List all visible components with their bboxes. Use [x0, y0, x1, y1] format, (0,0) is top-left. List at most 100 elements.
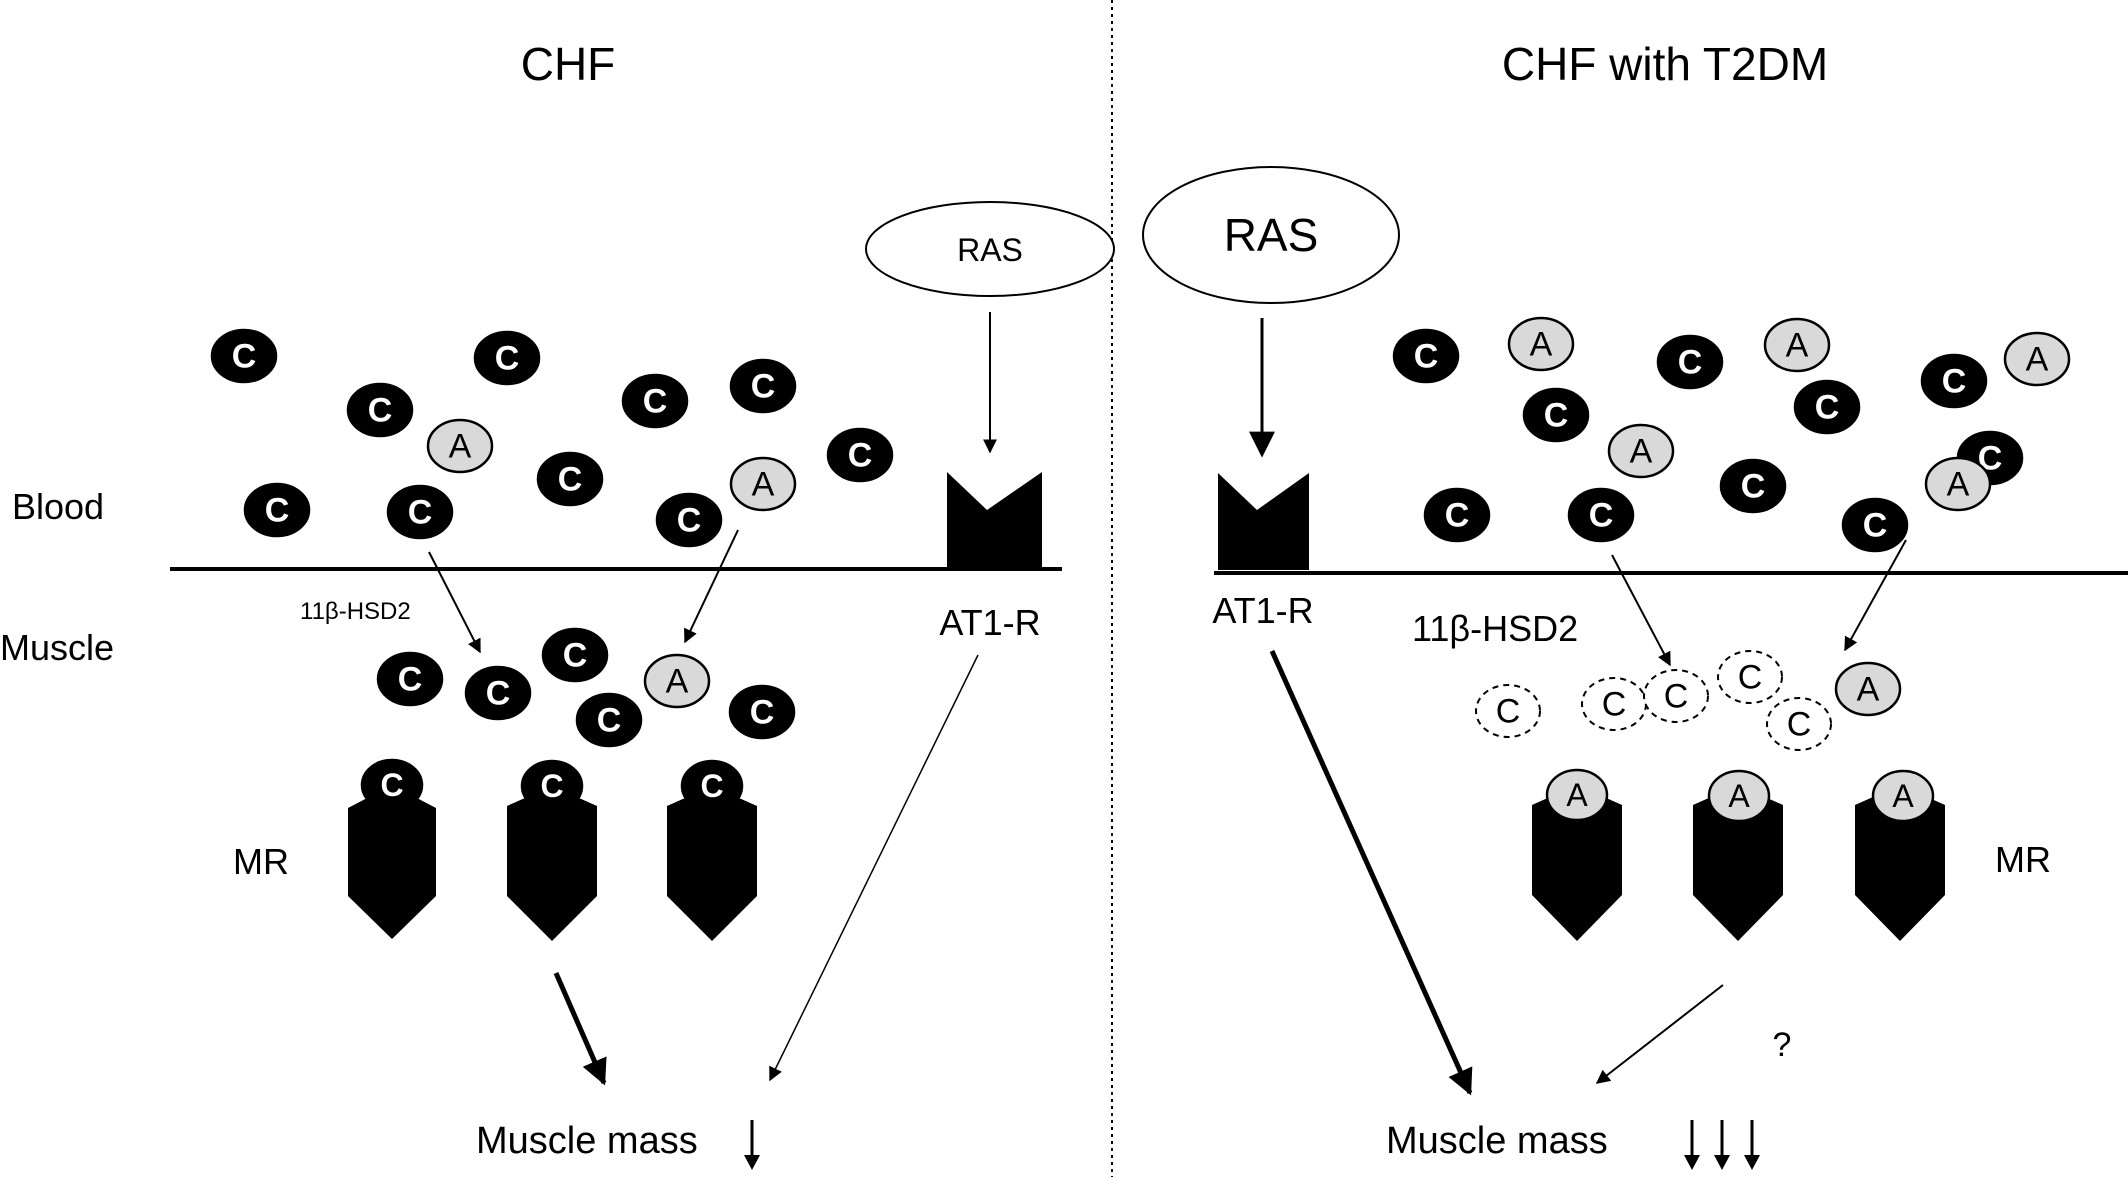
cortisol-molecule-label: C [643, 383, 668, 421]
right-mr-to-mass-arrow [1595, 984, 1724, 1084]
left-a-transport-arrow [684, 529, 739, 644]
aldosterone-molecule: A [729, 456, 797, 512]
cortisol-molecule: C [1423, 487, 1491, 543]
cortisol-molecule: C [575, 692, 643, 748]
inactivated-cortisol-label: C [1602, 686, 1627, 724]
aldosterone-molecule: A [643, 653, 711, 709]
left-outcome-label: Muscle mass [476, 1120, 698, 1162]
right-a-transport-arrow [1844, 539, 1907, 652]
right-ras-label: RAS [1224, 209, 1319, 261]
right-at1r-label: AT1-R [1212, 590, 1313, 631]
decrease-arrow-head [1744, 1155, 1760, 1170]
right-outcome-label: Muscle mass [1386, 1120, 1608, 1162]
cortisol-molecule-label: C [398, 661, 423, 699]
cortisol-molecule: C [826, 427, 894, 483]
aldosterone-molecule-label: A [1530, 326, 1553, 364]
aldosterone-molecule: A [426, 418, 494, 474]
aldosterone-molecule-label: A [1786, 327, 1809, 365]
cortisol-molecule-label: C [265, 492, 290, 530]
aldosterone-molecule: A [1763, 317, 1831, 373]
right-panel-title: CHF with T2DM [1502, 38, 1828, 90]
aldosterone-molecule-label: A [2026, 341, 2049, 379]
mr-bound-aldosterone-label: A [1728, 778, 1750, 814]
aldosterone-molecule-label: A [1857, 671, 1880, 709]
cortisol-molecule-label: C [1815, 389, 1840, 427]
mr-bound-cortisol: C [680, 759, 744, 813]
right-mr-label: MR [1995, 839, 2051, 880]
cortisol-molecule-label: C [486, 675, 511, 713]
cortisol-molecule: C [1522, 387, 1590, 443]
cortisol-molecule: C [210, 328, 278, 384]
left-at1r-label: AT1-R [939, 602, 1040, 643]
decrease-arrow-head [744, 1155, 760, 1170]
aldosterone-molecule: A [2003, 331, 2071, 387]
cortisol-molecule: C [1567, 487, 1635, 543]
cortisol-molecule: C [464, 665, 532, 721]
cortisol-molecule: C [1920, 353, 1988, 409]
cortisol-molecule: C [541, 627, 609, 683]
cortisol-molecule: C [728, 684, 796, 740]
aldosterone-molecule: A [1507, 316, 1575, 372]
cortisol-molecule: C [243, 482, 311, 538]
mr-receptor [667, 786, 757, 941]
cortisol-molecule-label: C [597, 702, 622, 740]
inactivated-cortisol: C [1766, 697, 1832, 751]
right-at1r-receptor [1218, 473, 1309, 570]
aldosterone-molecule-label: A [752, 466, 775, 504]
left-panel-title: CHF [521, 38, 616, 90]
cortisol-molecule-label: C [563, 637, 588, 675]
cortisol-molecule-label: C [848, 437, 873, 475]
aldosterone-molecule: A [1834, 661, 1902, 717]
decrease-arrow-head [1684, 1155, 1700, 1170]
inactivated-cortisol: C [1475, 684, 1541, 738]
cortisol-molecule-label: C [751, 368, 776, 406]
cortisol-molecule-label: C [368, 392, 393, 430]
mr-bound-cortisol-label: C [540, 768, 563, 804]
mr-bound-aldosterone-label: A [1892, 778, 1914, 814]
cortisol-molecule-label: C [677, 502, 702, 540]
mr-bound-aldosterone: A [1707, 769, 1771, 823]
left-at1r-to-mass-arrow [769, 654, 979, 1082]
cortisol-molecule-label: C [408, 494, 433, 532]
cortisol-molecule-label: C [1414, 338, 1439, 376]
cortisol-molecule: C [473, 330, 541, 386]
arrows [428, 312, 1907, 1096]
cortisol-molecule: C [1719, 458, 1787, 514]
mr-bound-cortisol: C [360, 758, 424, 812]
cortisol-molecule: C [729, 358, 797, 414]
cortisol-molecule-label: C [1589, 497, 1614, 535]
left-mr-label: MR [233, 841, 289, 882]
decrease-arrow-head [1714, 1155, 1730, 1170]
inactivated-cortisol-label: C [1787, 706, 1812, 744]
left-decrease-arrows [744, 1120, 760, 1170]
inactivated-cortisol: C [1717, 650, 1783, 704]
right-mr-receptors [1532, 785, 1945, 941]
cortisol-molecule-label: C [1445, 497, 1470, 535]
cortisol-molecule: C [1841, 497, 1909, 553]
inactivated-cortisol-label: C [1496, 693, 1521, 731]
cortisol-molecule: C [536, 451, 604, 507]
question-mark: ? [1773, 1026, 1792, 1064]
cortisol-molecule: C [655, 492, 723, 548]
cortisol-molecule-label: C [1678, 344, 1703, 382]
mr-bound-aldosterone: A [1871, 769, 1935, 823]
cortisol-molecule: C [376, 651, 444, 707]
cortisol-molecule-label: C [1741, 468, 1766, 506]
blood-label: Blood [12, 486, 104, 527]
left-enzyme-label: 11β-HSD2 [300, 598, 411, 625]
cortisol-molecule: C [386, 484, 454, 540]
cortisol-molecule: C [1793, 379, 1861, 435]
inactivated-cortisol: C [1581, 677, 1647, 731]
left-c-transport-arrow [428, 551, 481, 654]
cortisol-molecule-label: C [1863, 507, 1888, 545]
right-at1r-to-mass-arrow [1269, 649, 1473, 1096]
mr-receptor [348, 785, 436, 939]
aldosterone-molecule: A [1924, 456, 1992, 512]
left-mr-to-mass-arrow [553, 972, 607, 1086]
cortisol-molecule-label: C [1942, 363, 1967, 401]
mr-bound-cortisol-label: C [700, 768, 723, 804]
inactivated-cortisol-label: C [1664, 678, 1689, 716]
aldosterone-molecule: A [1607, 423, 1675, 479]
